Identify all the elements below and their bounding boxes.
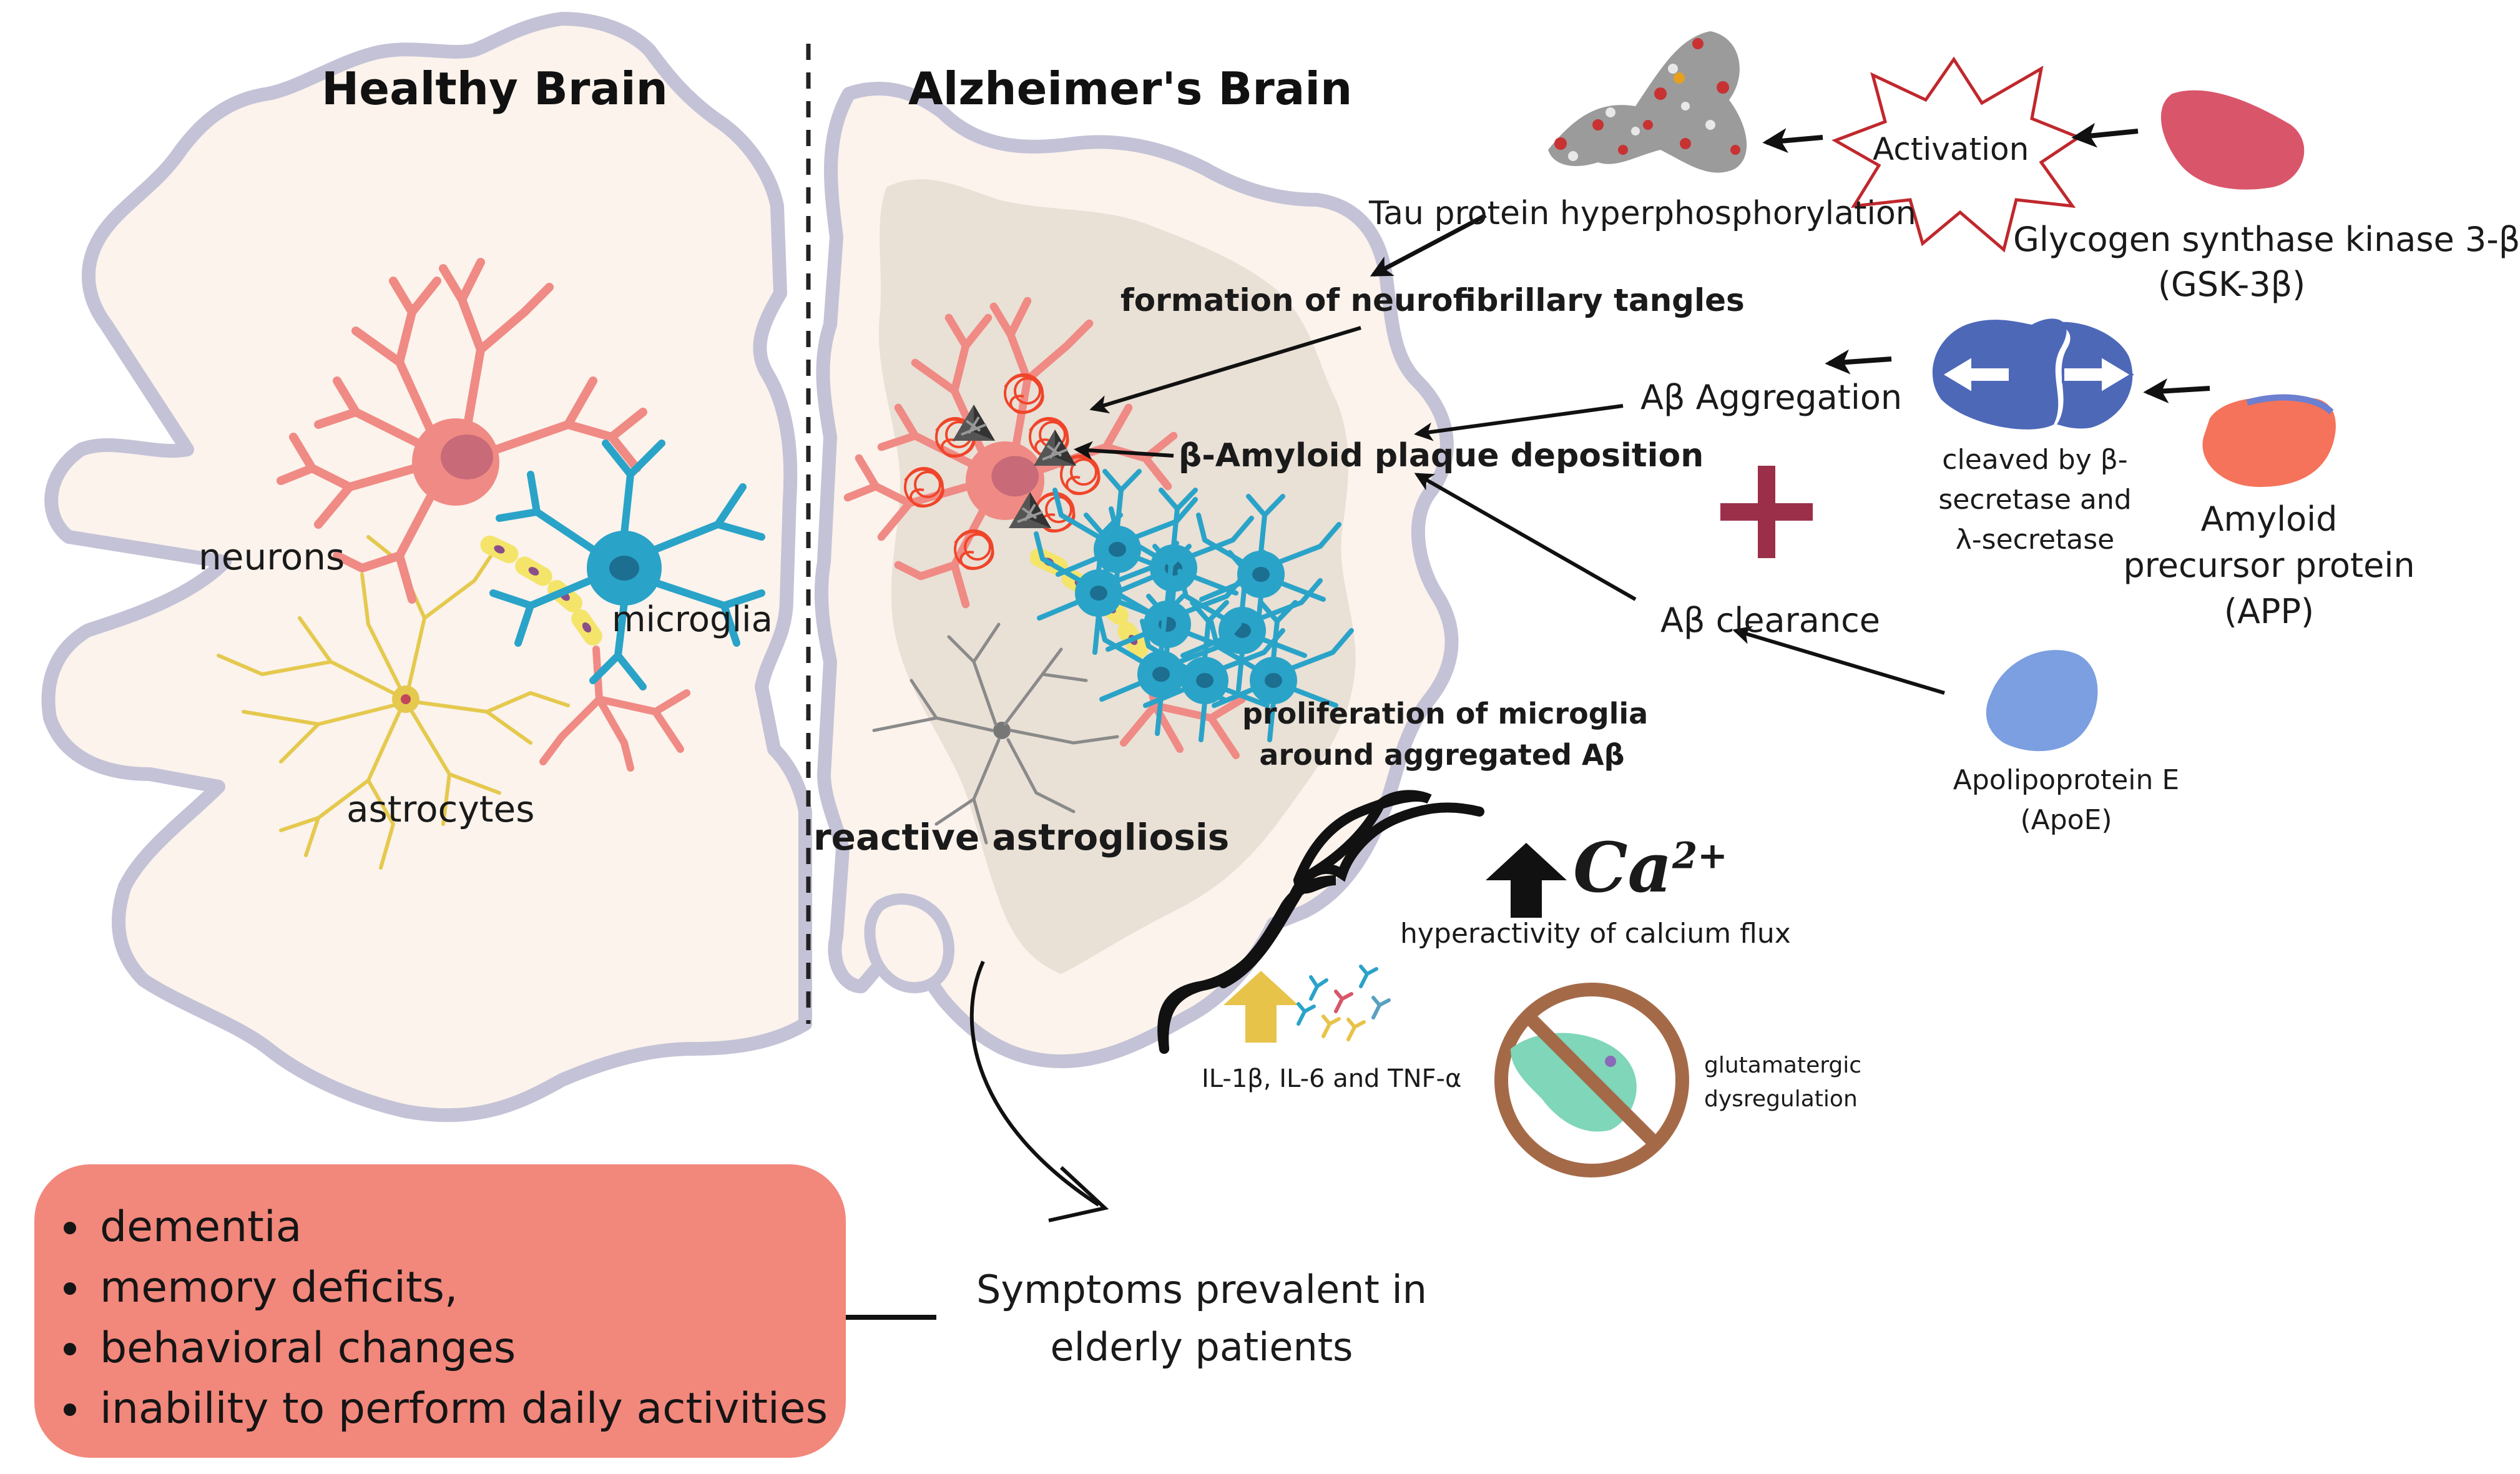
symptoms-caption: Symptoms prevalent in elderly patients	[949, 1261, 1454, 1376]
cytokines-label: IL-1β, IL-6 and TNF-α	[1202, 1064, 1462, 1093]
plaque-label: β-Amyloid plaque deposition	[1179, 437, 1704, 474]
symptoms-caption-line2: elderly patients	[1050, 1324, 1353, 1370]
symptom-item: behavioral changes	[64, 1318, 846, 1378]
arrow-clearance-to-plaque	[1414, 473, 1637, 601]
healthy-neuron	[281, 262, 690, 772]
symptoms-list: dementia memory deficits, behavioral cha…	[34, 1164, 846, 1439]
healthy-brain-title: Healthy Brain	[321, 62, 668, 115]
app-line2: precursor protein	[2123, 546, 2415, 585]
tangles-label: formation of neurofibrillary tangles	[1120, 282, 1745, 318]
activation-label: Activation	[1873, 131, 2029, 167]
microglia-proliferation-line2: around aggregated Aβ	[1259, 738, 1625, 772]
arrow-tangles-to-neuron	[1089, 326, 1361, 414]
arrow-plaque-to-neuron	[1074, 441, 1174, 460]
calcium-up-arrow	[1486, 843, 1567, 918]
arrow-aggregation-to-plaque	[1414, 404, 1624, 441]
secretase-enzyme	[1932, 318, 2134, 430]
gsk3b-label: Glycogen synthase kinase 3-β (GSK-3β)	[2013, 217, 2520, 307]
arrow-to-symptoms-head	[1048, 1166, 1109, 1222]
tau-protein-molecule	[1548, 31, 1747, 173]
activation-starburst	[1831, 56, 2082, 253]
diseased-neuron	[848, 301, 1246, 759]
arrow-enzyme-to-aggregation	[1825, 349, 1892, 375]
cleaved-label: cleaved by β- secretase and λ-secretase	[1916, 440, 2154, 560]
tau-label: Tau protein hyperphosphorylation	[1369, 195, 1916, 232]
neurons-label: neurons	[199, 536, 345, 578]
cleaved-line2: secretase and	[1938, 484, 2132, 516]
calcium-charge: 2+	[1672, 834, 1728, 877]
astrocytes-label: astrocytes	[346, 788, 535, 830]
cleaved-line3: λ-secretase	[1955, 524, 2115, 556]
symptoms-caption-line1: Symptoms prevalent in	[976, 1267, 1427, 1312]
arrow-to-symptoms	[969, 960, 1100, 1207]
cleaved-line1: cleaved by β-	[1942, 444, 2128, 476]
glutamate-line2: dysregulation	[1704, 1086, 1858, 1112]
symptom-item: dementia	[64, 1197, 846, 1257]
alzheimers-small-lobe	[864, 893, 954, 993]
calcium-symbol: Ca2+	[1573, 827, 1728, 908]
astrogliosis-label: reactive astrogliosis	[813, 816, 1230, 858]
app-shape	[2202, 397, 2336, 487]
symptom-item: memory deficits,	[64, 1257, 846, 1318]
app-label: Amyloid precursor protein (APP)	[2119, 496, 2419, 635]
app-line3: (APP)	[2223, 592, 2315, 631]
microglia-proliferation-line1: proliferation of microglia	[1242, 697, 1649, 730]
arrow-tau-to-tangles	[1370, 213, 1487, 277]
plus-sign	[1720, 466, 1813, 558]
symptom-item: inability to perform daily activities	[64, 1378, 846, 1439]
symptoms-box: dementia memory deficits, behavioral cha…	[34, 1164, 846, 1458]
gsk3b-line2: (GSK-3β)	[2157, 265, 2306, 304]
apoe-line1: Apolipoprotein E	[1953, 764, 2180, 796]
app-line1: Amyloid	[2200, 499, 2338, 539]
apoe-shape	[1986, 650, 2098, 752]
calcium-symbol-text: Ca	[1573, 827, 1672, 908]
glutamate-line1: glutamatergic	[1704, 1053, 1862, 1078]
arrow-app-to-enzyme	[2143, 378, 2210, 403]
clearance-label: Aβ clearance	[1660, 601, 1881, 640]
cytokine-up-arrow	[1223, 971, 1298, 1043]
cytokine-molecules	[1297, 965, 1391, 1041]
glutamate-no-sign	[1494, 983, 1689, 1177]
app-membrane-strip	[2246, 394, 2334, 415]
apoe-line2: (ApoE)	[2020, 804, 2112, 836]
calcium-label: hyperactivity of calcium flux	[1400, 918, 1791, 950]
aggregation-label: Aβ Aggregation	[1640, 378, 1903, 417]
gsk3b-line1: Glycogen synthase kinase 3-β	[2013, 220, 2520, 259]
arrow-gsk-to-activation	[2071, 122, 2139, 148]
alzheimers-brain-title: Alzheimer's Brain	[908, 62, 1353, 115]
apoe-label: Apolipoprotein E (ApoE)	[1929, 760, 2204, 840]
microglia-proliferation-label: proliferation of microglia around aggreg…	[1242, 693, 1649, 775]
microglia-label: microglia	[612, 599, 773, 640]
arrow-activation-to-tau	[1762, 128, 1823, 153]
curly-brace-top	[1159, 802, 1484, 1054]
arrow-apoe-to-clearance	[1732, 626, 1945, 695]
glutamate-label: glutamatergic dysregulation	[1704, 1049, 1861, 1116]
gsk3b-shape	[2160, 90, 2305, 190]
reactive-astrocyte	[872, 622, 1119, 845]
healthy-brain-outline	[41, 12, 812, 1123]
